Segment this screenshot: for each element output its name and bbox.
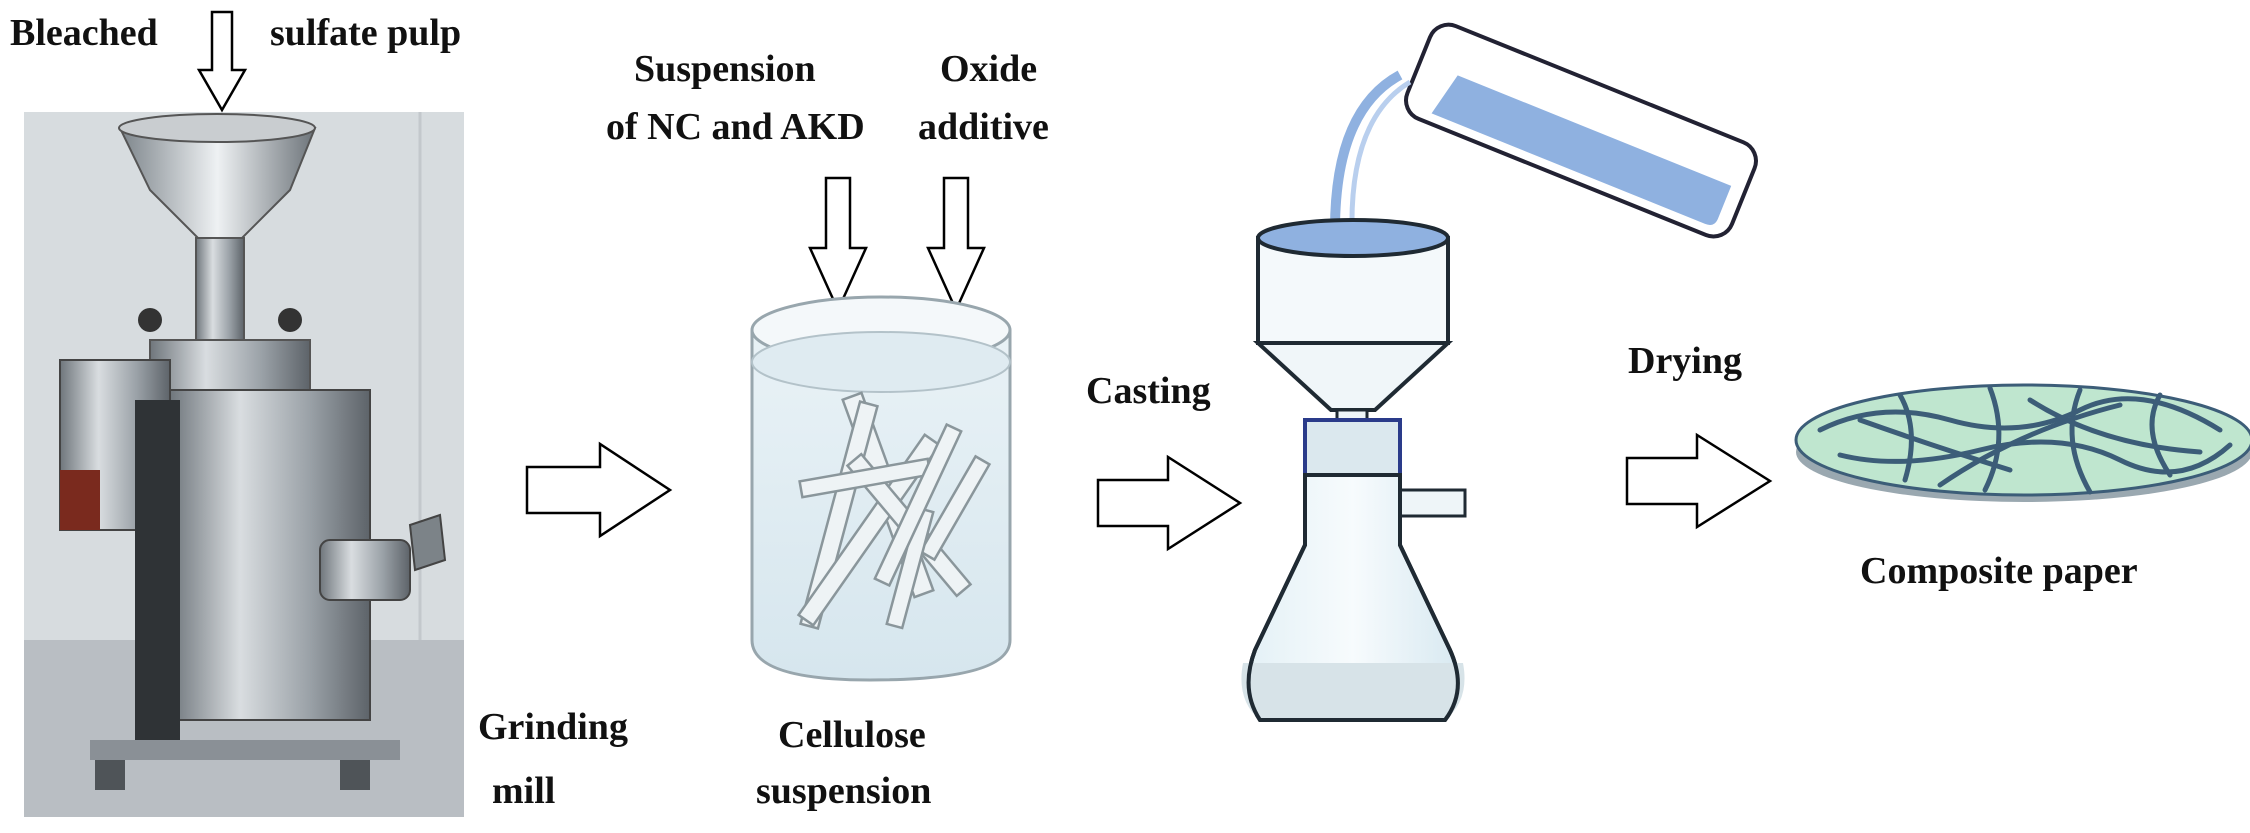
label-oxide-line1: Oxide xyxy=(940,48,1038,90)
arrow-beaker-to-filter xyxy=(1096,454,1243,552)
arrow-filter-to-paper xyxy=(1625,432,1773,530)
label-mill: mill xyxy=(492,770,556,812)
label-bleached: Bleached xyxy=(10,12,158,54)
label-oxide-line2: additive xyxy=(918,106,1049,148)
composite-paper-image xyxy=(1794,383,2250,502)
label-casting: Casting xyxy=(1086,370,1211,412)
label-suspension-line1: Suspension xyxy=(634,48,816,90)
arrow-oxide-in xyxy=(926,176,986,314)
arrow-pulp-in xyxy=(196,10,248,113)
arrow-mill-to-beaker xyxy=(525,441,673,539)
grinding-mill-image xyxy=(24,112,464,817)
label-cellulose: Cellulose xyxy=(778,714,926,756)
label-drying: Drying xyxy=(1628,340,1742,382)
label-composite-paper: Composite paper xyxy=(1860,550,2138,592)
arrow-nc-akd-in xyxy=(808,176,868,314)
beaker-image xyxy=(750,295,1012,682)
filtration-flask-image xyxy=(1241,22,1758,722)
label-suspension-line2: of NC and AKD xyxy=(606,106,865,148)
label-suspension-bottom: suspension xyxy=(756,770,932,812)
label-sulfate-pulp: sulfate pulp xyxy=(270,12,462,54)
label-grinding: Grinding xyxy=(478,706,628,748)
